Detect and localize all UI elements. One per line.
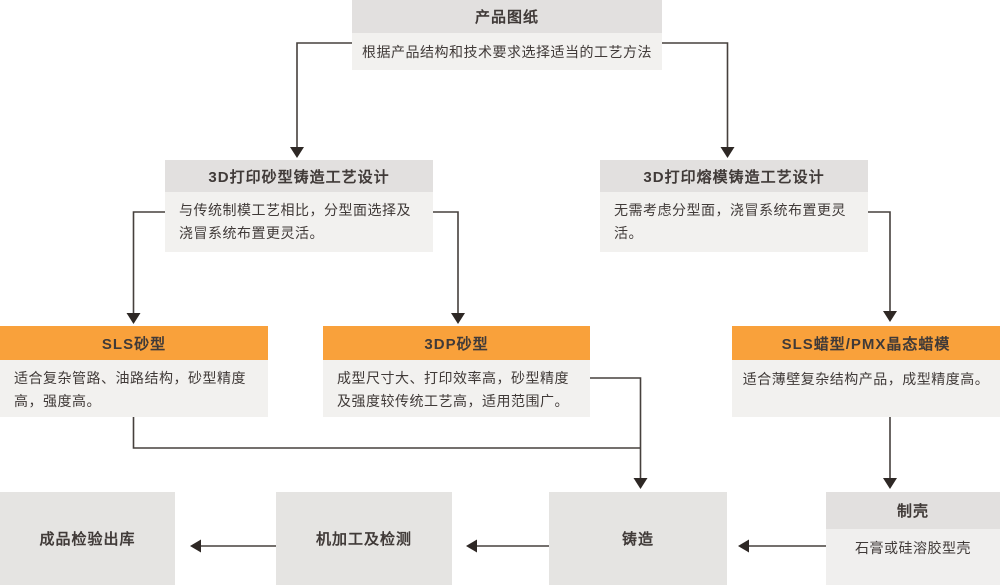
arrowhead-down-icon bbox=[633, 478, 648, 489]
arrowhead-left-icon bbox=[738, 539, 749, 553]
arrowhead-down-icon bbox=[883, 311, 897, 322]
node-sls-wax-desc: 适合薄壁复杂结构产品，成型精度高。 bbox=[732, 360, 1000, 417]
node-product-drawing: 产品图纸 根据产品结构和技术要求选择适当的工艺方法 bbox=[352, 0, 662, 70]
arrowhead-down-icon bbox=[883, 478, 897, 489]
node-sls-wax: SLS蜡型/PMX晶态蜡模 适合薄壁复杂结构产品，成型精度高。 bbox=[732, 326, 1000, 417]
node-sand-process-design-title: 3D打印砂型铸造工艺设计 bbox=[165, 160, 433, 192]
arrowhead-down-icon bbox=[451, 313, 465, 324]
node-machining-inspection: 机加工及检测 bbox=[276, 492, 452, 585]
node-final-inspection: 成品检验出库 bbox=[0, 492, 175, 585]
arrowhead-left-icon bbox=[190, 539, 201, 553]
node-sls-sand-title: SLS砂型 bbox=[0, 326, 268, 360]
arrowhead-down-icon bbox=[290, 147, 304, 158]
node-investment-process-design: 3D打印熔模铸造工艺设计 无需考虑分型面，浇冒系统布置更灵活。 bbox=[600, 160, 868, 252]
connector-sand-to-3dp bbox=[433, 211, 459, 314]
node-sls-wax-title: SLS蜡型/PMX晶态蜡模 bbox=[732, 326, 1000, 360]
node-shell-making-title: 制壳 bbox=[826, 492, 1000, 529]
node-sand-process-design: 3D打印砂型铸造工艺设计 与传统制模工艺相比，分型面选择及浇冒系统布置更灵活。 bbox=[165, 160, 433, 252]
arrowhead-down-icon bbox=[126, 313, 141, 324]
connector-product-to-investment bbox=[662, 42, 729, 148]
node-sls-sand-desc: 适合复杂管路、油路结构，砂型精度高，强度高。 bbox=[0, 360, 268, 417]
node-product-drawing-title: 产品图纸 bbox=[352, 0, 662, 33]
arrowhead-down-icon bbox=[720, 147, 735, 158]
connector-investment-to-wax bbox=[868, 211, 891, 312]
arrowhead-left-icon bbox=[466, 539, 477, 553]
connector-sls-merge bbox=[132, 417, 641, 449]
node-3dp-sand: 3DP砂型 成型尺寸大、打印效率高，砂型精度及强度较传统工艺高，适用范围广。 bbox=[323, 326, 590, 417]
node-product-drawing-desc: 根据产品结构和技术要求选择适当的工艺方法 bbox=[352, 33, 662, 70]
node-shell-making: 制壳 石膏或硅溶胶型壳 bbox=[826, 492, 1000, 585]
node-sls-sand: SLS砂型 适合复杂管路、油路结构，砂型精度高，强度高。 bbox=[0, 326, 268, 417]
node-sand-process-design-desc: 与传统制模工艺相比，分型面选择及浇冒系统布置更灵活。 bbox=[165, 192, 433, 252]
node-investment-process-design-desc: 无需考虑分型面，浇冒系统布置更灵活。 bbox=[600, 192, 868, 252]
node-shell-making-desc: 石膏或硅溶胶型壳 bbox=[826, 529, 1000, 585]
node-casting: 铸造 bbox=[549, 492, 727, 585]
connector-sand-to-sls bbox=[132, 211, 165, 314]
connector-product-to-sand bbox=[296, 42, 352, 148]
connector-3dp-to-casting bbox=[590, 377, 642, 478]
node-investment-process-design-title: 3D打印熔模铸造工艺设计 bbox=[600, 160, 868, 192]
node-3dp-sand-desc: 成型尺寸大、打印效率高，砂型精度及强度较传统工艺高，适用范围广。 bbox=[323, 360, 590, 417]
node-3dp-sand-title: 3DP砂型 bbox=[323, 326, 590, 360]
